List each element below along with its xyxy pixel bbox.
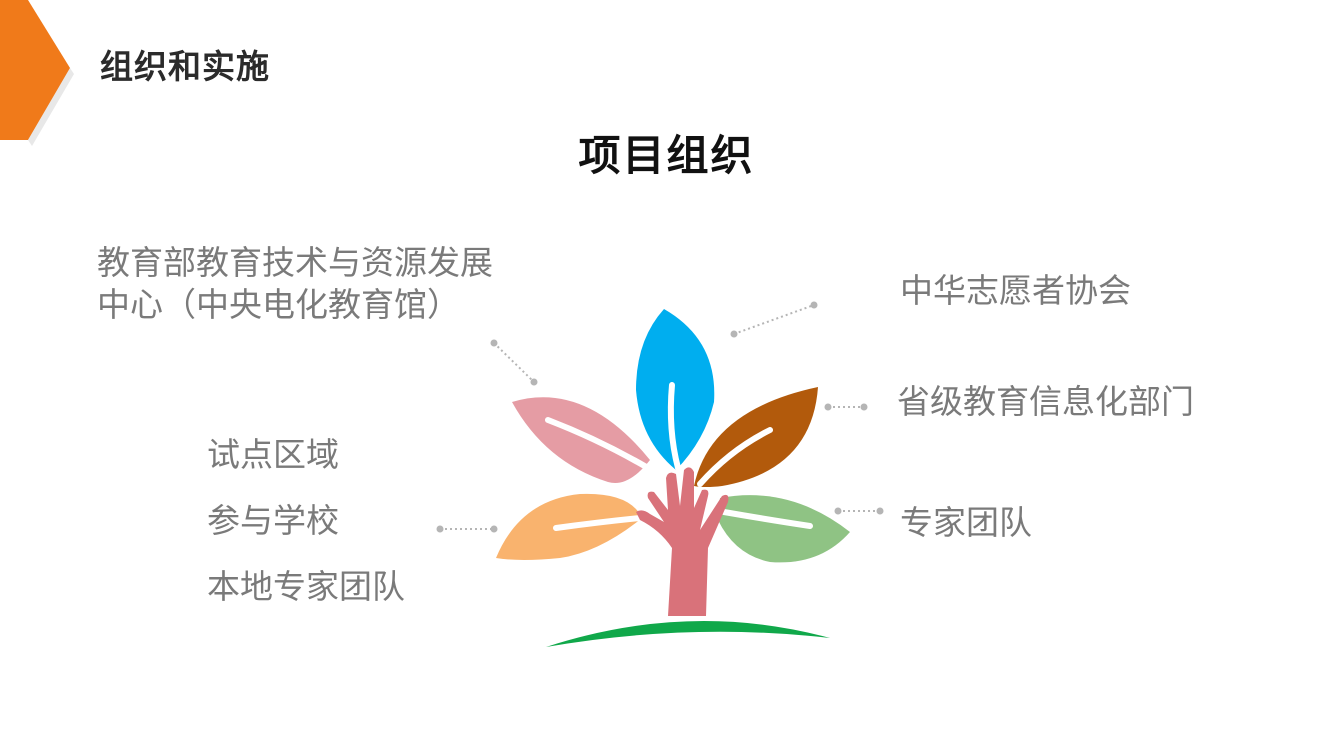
leaf-blue: [636, 309, 715, 470]
label-expert-team: 专家团队: [900, 503, 1032, 542]
leaf-pink: [512, 397, 650, 484]
corner-accent-shape: [0, 0, 74, 146]
label-participating-schools: 参与学校: [207, 501, 339, 540]
leaf-orange-vein: [553, 515, 643, 531]
label-pilot-region: 试点区域: [207, 435, 339, 474]
label-volunteer-association: 中华志愿者协会: [900, 271, 1131, 310]
leaf-brown-vein: [697, 427, 773, 487]
trunk-hand: [636, 467, 729, 616]
label-moe-center-line2: 中心（中央电化教育馆）: [97, 285, 460, 324]
label-moe-center-line1: 教育部教育技术与资源发展: [97, 243, 493, 282]
label-provincial-department: 省级教育信息化部门: [897, 382, 1194, 421]
label-moe-center: 教育部教育技术与资源发展 中心（中央电化教育馆）: [97, 242, 493, 326]
connectors: [440, 304, 880, 530]
page-title: 项目组织: [578, 131, 755, 180]
section-title: 组织和实施: [100, 47, 270, 86]
leaf-pink-vein: [545, 417, 651, 471]
connector-dots: [436, 301, 884, 533]
leaf-blue-vein: [667, 382, 681, 471]
label-local-expert-team: 本地专家团队: [207, 567, 405, 606]
ground-shape: [546, 621, 830, 647]
leaf-green-vein: [721, 509, 813, 529]
leaf-green: [718, 495, 850, 563]
